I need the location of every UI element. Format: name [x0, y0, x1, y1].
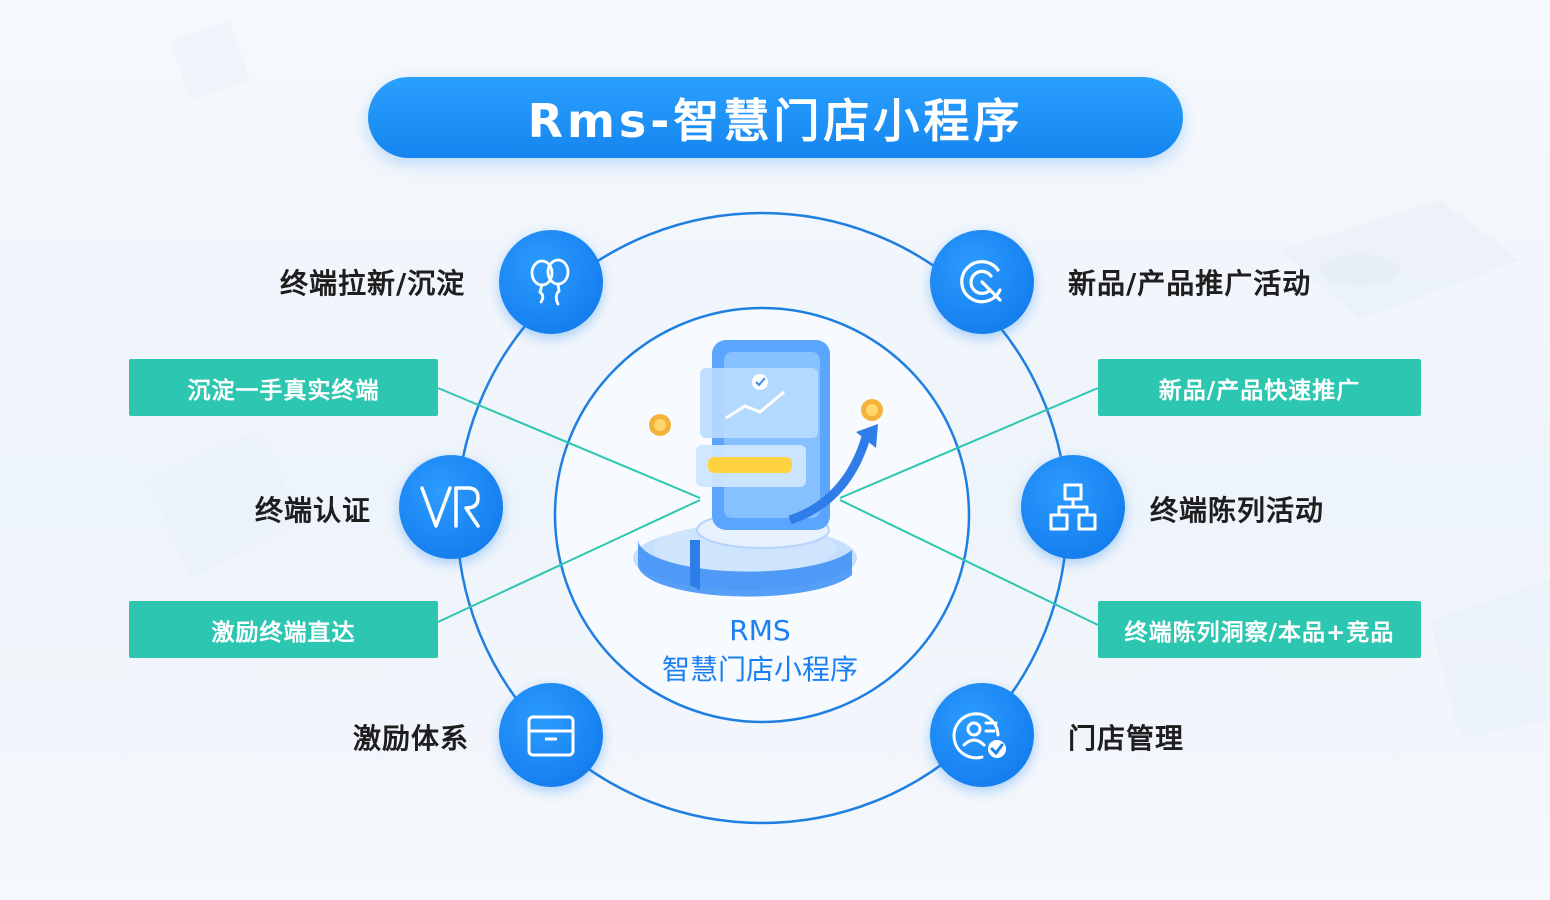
connector-line: [839, 387, 1099, 499]
feature-label-left-2: 终端认证: [255, 494, 372, 527]
balloons-icon: [530, 258, 570, 306]
vr-icon: [420, 486, 480, 528]
feature-label-left-1: 终端拉新/沉淀: [280, 267, 466, 300]
center-title-line2: 智慧门店小程序: [661, 653, 858, 686]
center-title-line1: RMS: [729, 614, 791, 647]
feature-label-right-2: 终端陈列活动: [1150, 494, 1325, 527]
feature-label-left-3: 激励体系: [353, 722, 470, 755]
box-icon: [527, 715, 575, 757]
feature-icon-circle: [1021, 455, 1125, 559]
target-icon: [960, 260, 1002, 304]
connector-line: [839, 499, 1099, 626]
feature-icon-circle: [499, 683, 603, 787]
phone-illustration: [633, 340, 883, 597]
tag-left-2: 激励终端直达: [129, 601, 438, 658]
user-check-icon: [952, 712, 1006, 760]
connector-line: [437, 387, 701, 499]
tag-left-1: 沉淀一手真实终端: [129, 359, 438, 416]
hierarchy-icon: [1049, 483, 1097, 531]
tag-right-1: 新品/产品快速推广: [1098, 359, 1421, 416]
feature-label-right-1: 新品/产品推广活动: [1068, 267, 1312, 300]
feature-icon-circle: [930, 683, 1034, 787]
page-title: Rms-智慧门店小程序: [527, 93, 1024, 148]
title-banner: Rms-智慧门店小程序: [368, 77, 1183, 158]
feature-icon-circle: [930, 230, 1034, 334]
connector-line: [437, 499, 701, 623]
tag-right-2: 终端陈列洞察/本品+竞品: [1098, 601, 1421, 658]
feature-label-right-3: 门店管理: [1068, 722, 1185, 755]
feature-icon-circle: [399, 455, 503, 559]
feature-icon-circle: [499, 230, 603, 334]
